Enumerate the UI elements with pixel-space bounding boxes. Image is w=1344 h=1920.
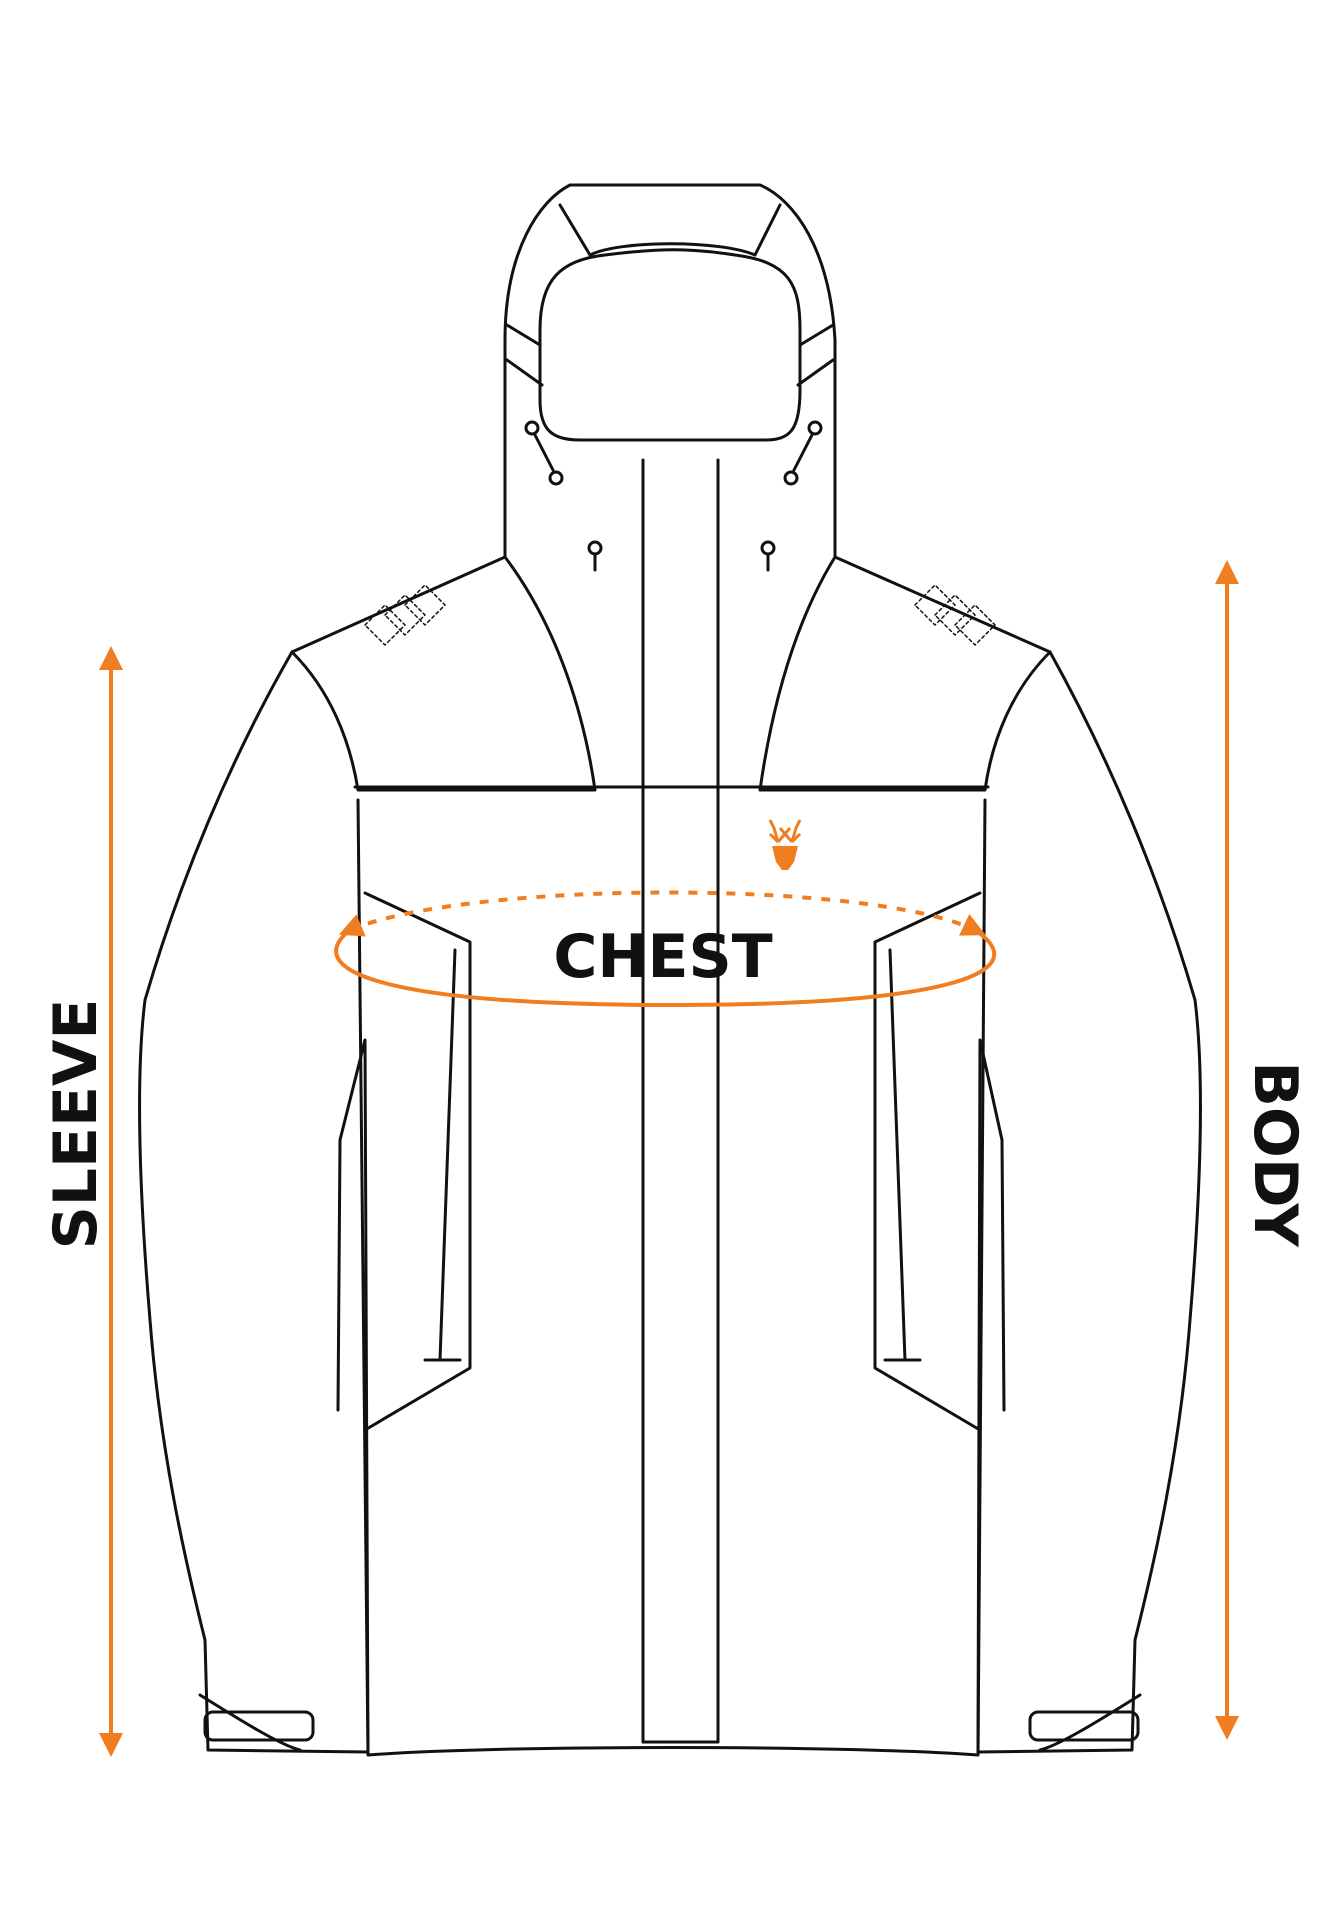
sleeve-measure: SLEEVE	[41, 646, 123, 1757]
sleeve-left	[138, 650, 370, 1754]
pocket-zip-left	[438, 948, 457, 1362]
cuff-tab-right	[1028, 1710, 1140, 1742]
cord-toggle-left-top	[524, 420, 540, 436]
eyelet-right	[760, 540, 776, 556]
sleeve-right	[976, 650, 1202, 1754]
stag-head-icon	[768, 819, 802, 870]
hood-opening	[538, 248, 802, 442]
hood-seam-right	[753, 203, 782, 257]
hood-panel-top	[588, 242, 757, 257]
yoke-left	[290, 555, 597, 792]
yoke-right	[758, 555, 1052, 792]
chest-measure-front-arc	[334, 928, 997, 1008]
pocket-zip-right	[888, 948, 907, 1362]
cord-toggle-right-top	[807, 420, 823, 436]
hood-side-left-b	[505, 358, 544, 387]
cuff-left	[198, 1693, 302, 1752]
cord-toggle-right-bottom	[783, 470, 799, 486]
body-measure: BODY	[1215, 560, 1310, 1740]
cord-right	[792, 433, 814, 472]
chest-label: CHEST	[553, 922, 772, 992]
hood-seam-left	[558, 203, 592, 257]
jacket-body	[356, 798, 987, 1757]
cord-left	[533, 433, 555, 472]
shoulder-patch-left	[364, 584, 446, 646]
body-label: BODY	[1240, 1061, 1310, 1248]
cuff-right	[1038, 1693, 1142, 1752]
chest-measure: CHEST	[334, 890, 997, 1008]
hood-side-right-a	[798, 323, 835, 347]
cord-toggle-left-bottom	[548, 470, 564, 486]
eyelet-left	[587, 540, 603, 556]
hood-side-right-b	[796, 358, 835, 387]
cuff-tab-left	[203, 1710, 315, 1742]
hood	[503, 183, 837, 559]
shoulder-patch-right	[914, 584, 996, 646]
sleeve-label: SLEEVE	[41, 999, 111, 1250]
hood-side-left-a	[505, 323, 542, 347]
